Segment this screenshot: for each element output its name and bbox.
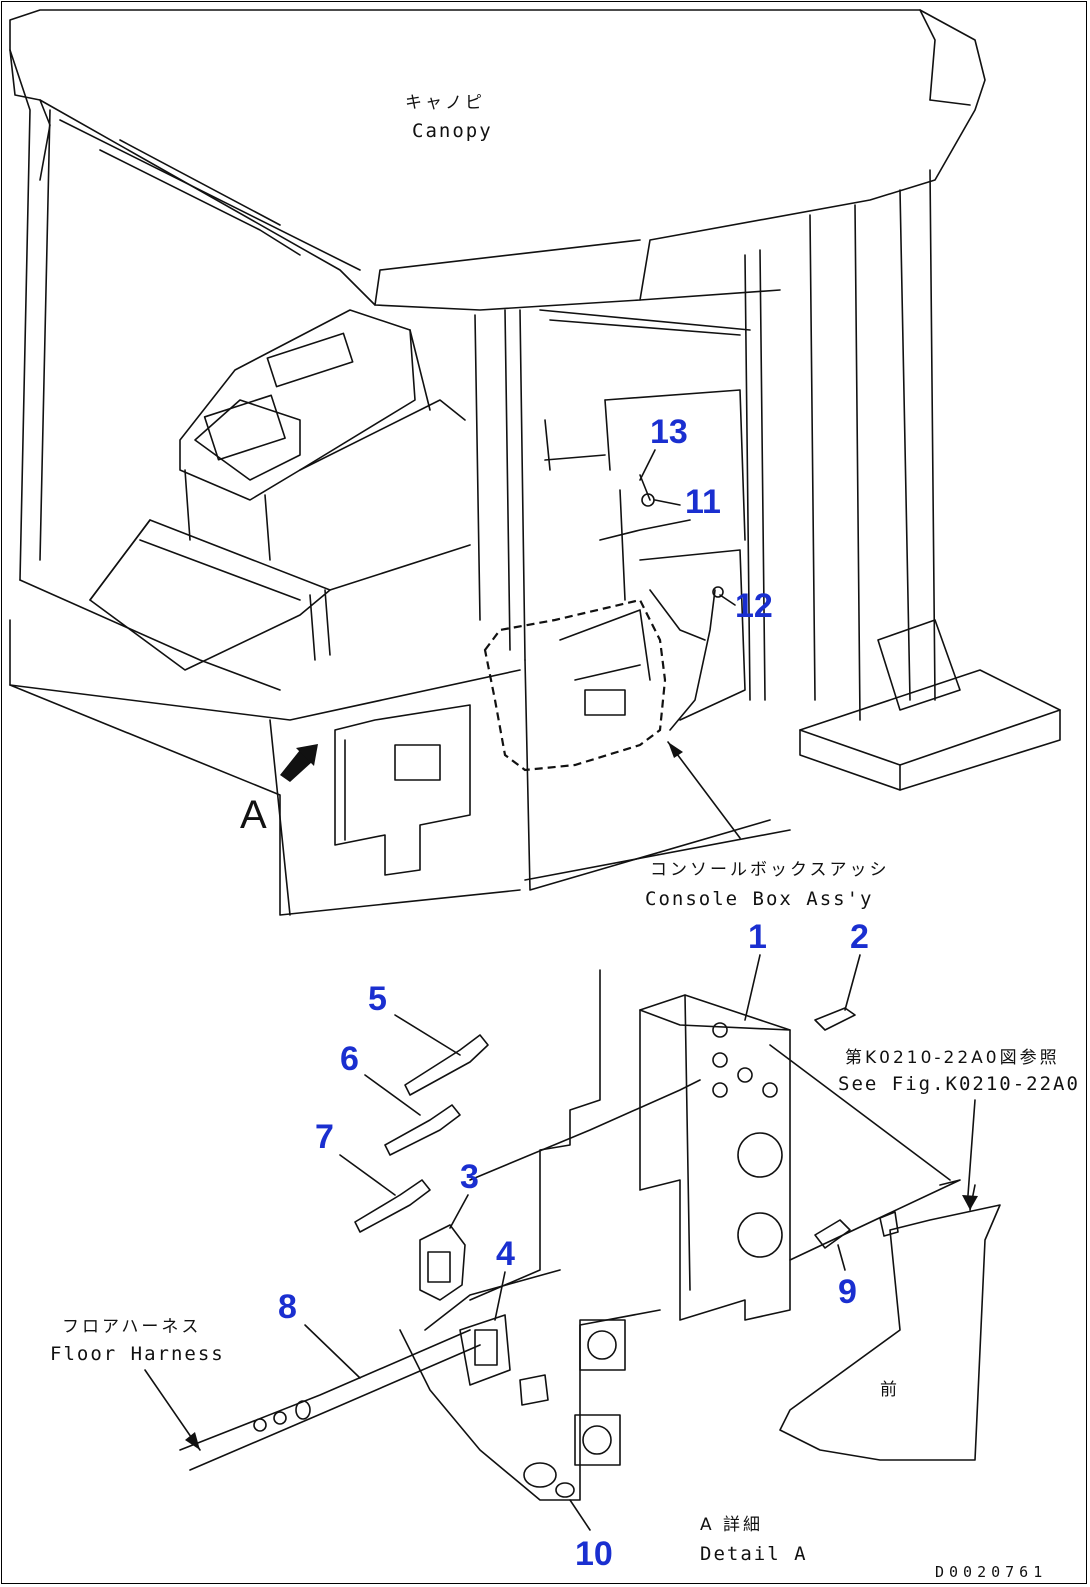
callout-2: 2	[850, 918, 869, 956]
console-label-en: Console Box Ass'y	[645, 888, 873, 910]
canopy-outline	[9, 9, 1061, 791]
see-fig-label-en: See Fig.K0210-22A0	[838, 1073, 1080, 1095]
floor-panel: 前	[779, 1099, 1001, 1461]
callout-9: 9	[838, 1273, 857, 1311]
plug-parts	[354, 1034, 489, 1233]
floor-harness-label-jp: フロアハーネス	[62, 1317, 201, 1337]
see-fig-label-jp: 第K0210-22A0図参照	[845, 1048, 1060, 1068]
front-label: 前	[880, 1380, 900, 1400]
callout-10: 10	[575, 1535, 613, 1573]
callout-3: 3	[460, 1158, 479, 1196]
callout-1: 1	[748, 918, 767, 956]
connector-parts	[419, 1007, 856, 1498]
canopy-label-jp: キャノピ	[405, 93, 485, 113]
part-callouts: 13 11 12 1 2 5 6 7 3 4 9 8 10	[278, 413, 869, 1573]
console-label-jp: コンソールボックスアッシ	[650, 860, 890, 880]
floor-harness-label-en: Floor Harness	[50, 1343, 225, 1365]
console-box	[483, 389, 746, 772]
callout-13: 13	[650, 413, 688, 451]
operator-console	[9, 309, 791, 916]
callout-7: 7	[315, 1118, 334, 1156]
canopy-label-en: Canopy	[412, 120, 493, 142]
callout-5: 5	[368, 980, 387, 1018]
view-a-marker: A	[240, 744, 318, 837]
callout-8: 8	[278, 1288, 297, 1326]
detail-label-jp: A 詳細	[700, 1515, 763, 1535]
view-a-label: A	[240, 793, 267, 837]
detail-label-en: Detail A	[700, 1543, 808, 1565]
callout-12: 12	[735, 587, 773, 625]
drawing-code: D0020761	[935, 1563, 1047, 1581]
callout-6: 6	[340, 1040, 359, 1078]
callout-11: 11	[685, 483, 721, 521]
callout-4: 4	[496, 1235, 515, 1273]
floor-harness	[144, 1329, 481, 1471]
console-leader	[667, 741, 741, 839]
